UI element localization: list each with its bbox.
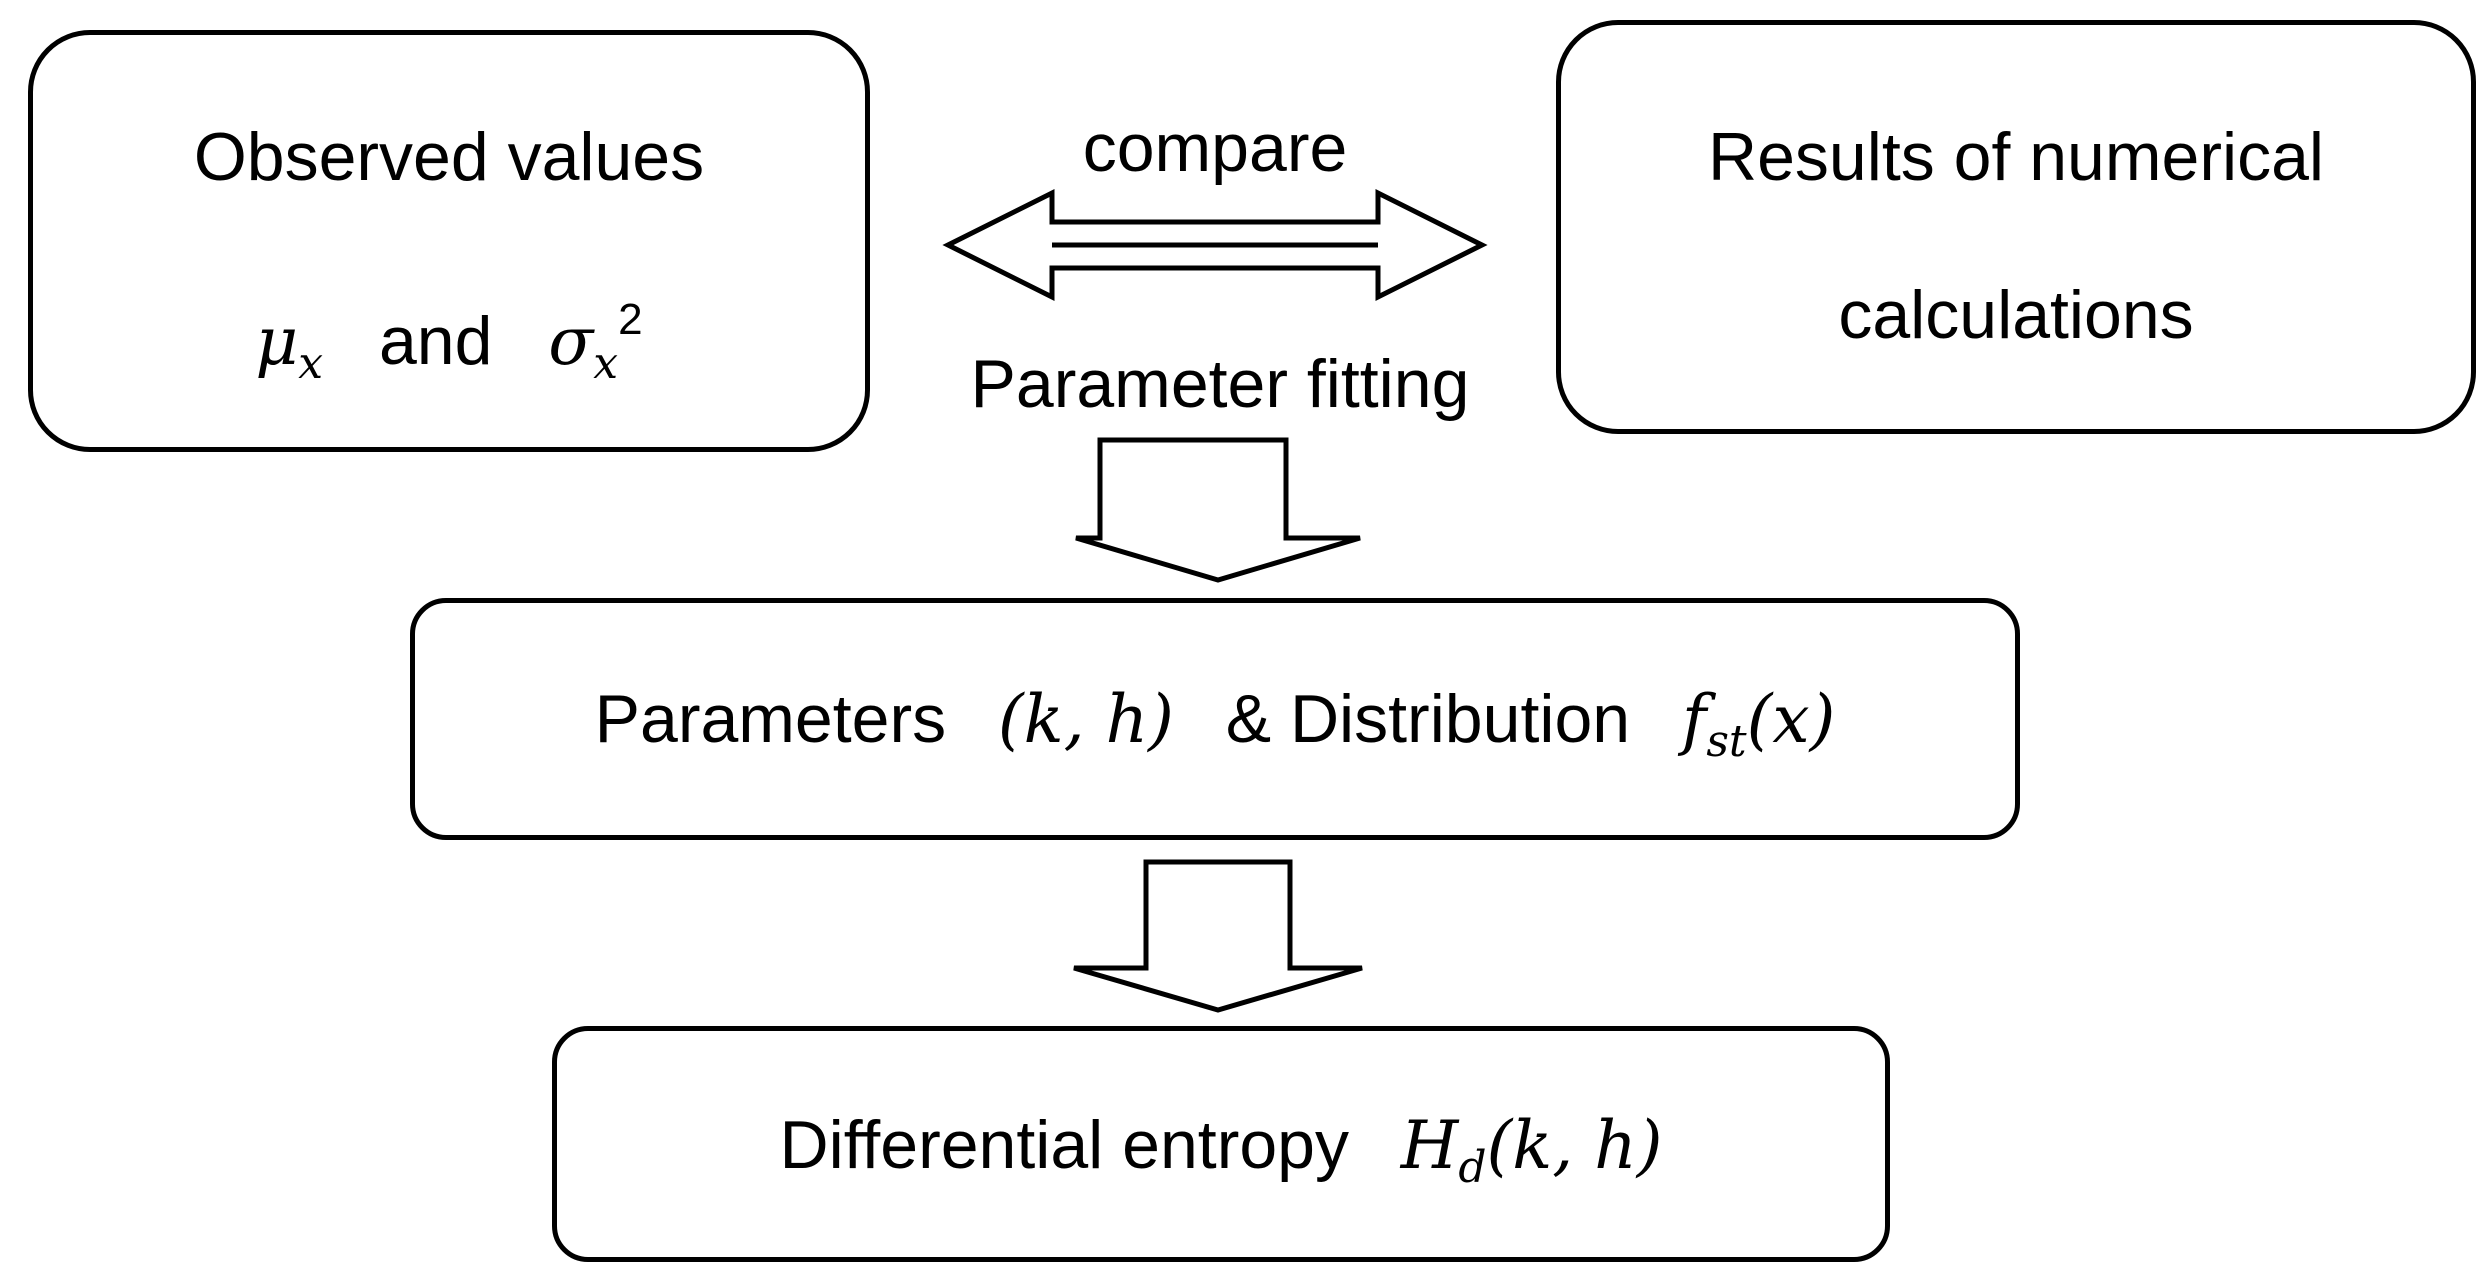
observed-values-title: Observed values	[193, 119, 705, 195]
h-symbol: H	[1400, 1107, 1459, 1184]
f-symbol: f	[1681, 681, 1707, 758]
h-subscript: d	[1458, 1142, 1487, 1193]
results-line-2: calculations	[1838, 277, 2194, 353]
observed-stats-line: μx and σx2	[33, 295, 865, 390]
and-text: and	[378, 303, 493, 379]
parameters-distribution-box: Parameters (k, h) & Distribution fst(x)	[410, 598, 2020, 840]
params-kh-math: (k, h)	[997, 681, 1174, 758]
mu-symbol: μ	[255, 303, 299, 380]
entropy-text: Differential entropy	[779, 1107, 1349, 1183]
observed-values-box: Observed values μx and σx2	[28, 30, 870, 452]
down-arrow-entropy	[1073, 859, 1363, 1013]
differential-entropy-box: Differential entropy Hd(k, h)	[552, 1026, 1890, 1262]
compare-label: compare	[1082, 110, 1348, 186]
sigma-symbol: σ	[548, 303, 594, 380]
numerical-results-box: Results of numerical calculations	[1556, 20, 2476, 434]
h-argument: (k, h)	[1486, 1107, 1663, 1184]
mu-subscript: x	[298, 338, 324, 389]
sigma-subscript: x	[593, 338, 619, 389]
results-line-1: Results of numerical	[1707, 119, 2325, 195]
parameters-line: Parameters (k, h) & Distribution fst(x)	[415, 679, 2015, 768]
down-arrow-fitting	[1075, 437, 1361, 583]
f-subscript: st	[1706, 716, 1747, 767]
sigma-superscript: 2	[618, 295, 643, 344]
distribution-text: & Distribution	[1225, 681, 1631, 757]
parameter-fitting-label: Parameter fitting	[970, 346, 1470, 422]
parameters-text: Parameters	[594, 681, 947, 757]
f-argument: (x)	[1746, 681, 1836, 758]
entropy-line: Differential entropy Hd(k, h)	[557, 1105, 1885, 1194]
